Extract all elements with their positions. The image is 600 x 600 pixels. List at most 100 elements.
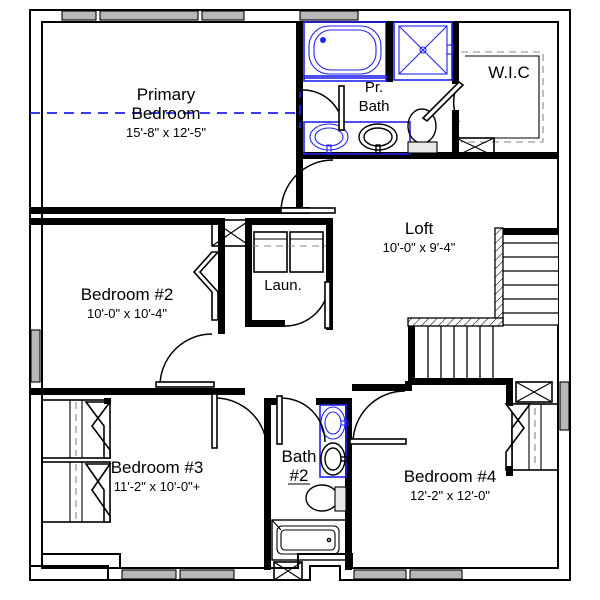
wall-segment (30, 388, 245, 395)
window-icon (559, 381, 570, 431)
label-bedroom-4: Bedroom #4 (404, 467, 497, 486)
window-icon (201, 10, 245, 21)
label-primary-bedroom-line1: Primary (137, 85, 196, 104)
closet-bedroom-4-box (515, 381, 553, 403)
closet-box (41, 399, 111, 459)
wall-segment (386, 22, 393, 82)
shower-door-handle (446, 44, 454, 55)
wall-segment (326, 218, 333, 330)
closet-box (41, 461, 111, 523)
door-bedroom-2[interactable] (155, 333, 215, 388)
washer-icon (253, 231, 288, 273)
door-bedroom-4[interactable] (349, 390, 407, 445)
window-icon (353, 569, 407, 580)
door-laundry[interactable] (284, 281, 331, 329)
wall-segment (452, 152, 558, 159)
exterior-wall-jog (29, 554, 120, 581)
wall-segment (296, 152, 460, 159)
shower-x-2 (398, 25, 448, 75)
room-bedroom-4 (349, 378, 559, 476)
toilet-icon (407, 108, 438, 154)
vanity-bath-2 (319, 404, 349, 478)
door-arc (352, 390, 406, 444)
label-bedroom-2-dims: 10'-0" x 10'-4" (87, 306, 167, 321)
door-bath-2[interactable] (276, 395, 326, 445)
wall-segment (495, 228, 558, 235)
bathtub-basin (276, 525, 340, 555)
bathtub-inner (313, 29, 377, 71)
bifold-door-bedroom-3-upper[interactable] (84, 401, 112, 459)
closet-x-2 (211, 219, 251, 247)
label-primary-bath-line2: Bath (359, 98, 390, 115)
closet-bedroom-3-lower (41, 461, 111, 523)
room-primary-bedroom (30, 22, 310, 214)
closet-box (455, 137, 495, 157)
stair-lower-body (415, 325, 503, 381)
sink-icon (309, 123, 349, 151)
bifold-panel (84, 463, 112, 523)
label-loft-dims: 10'-0" x 9'-4" (383, 240, 456, 255)
window-group-top (61, 10, 359, 21)
washer-dryer-pair (252, 231, 326, 273)
stairs-lower-run (407, 317, 504, 382)
label-loft: Loft (405, 219, 434, 238)
label-bedroom-4-dims: 12'-2" x 12'-0" (410, 488, 490, 503)
label-bedroom-3-dims: 11'-2" x 10'-0"+ (114, 479, 201, 494)
wall-segment (271, 398, 281, 405)
bathtub-basin (308, 25, 382, 75)
faucet-icon (375, 144, 381, 154)
wall-segment (296, 128, 303, 158)
stair-stringer-hatch (494, 227, 504, 326)
closet-rod-line (465, 55, 540, 139)
bathtub-corner (271, 519, 282, 531)
wall-segment (218, 218, 225, 326)
wall-segment (264, 398, 271, 570)
wall-segment (296, 82, 303, 92)
sink-icon (320, 442, 346, 476)
label-primary-bath-line1: Pr. (365, 79, 383, 96)
door-arc (159, 333, 213, 387)
door-arc (280, 397, 326, 443)
toilet-tank (334, 486, 347, 512)
wall-segment (506, 466, 513, 476)
wall-segment (30, 207, 310, 214)
closet-bedroom-3-upper (41, 399, 111, 459)
label-wic: W.I.C (488, 63, 530, 82)
window-icon (30, 329, 41, 383)
bifold-door-bedroom-2[interactable] (192, 251, 220, 321)
room-laundry (245, 218, 333, 330)
stairs-upper-run (494, 227, 558, 326)
shower-enclosure (393, 21, 453, 81)
linen-closet (455, 137, 495, 157)
label-bedroom-3: Bedroom #3 (111, 458, 204, 477)
window-icon (179, 569, 235, 580)
door-bedroom-3[interactable] (211, 393, 268, 451)
bathtub-icon (303, 21, 387, 79)
tub-deck-edge (303, 75, 387, 82)
door-primary-bath[interactable] (302, 85, 345, 131)
label-primary-bedroom-line2: Bedroom (132, 104, 201, 123)
window-group-bottom (121, 569, 463, 580)
door-arc (214, 397, 268, 451)
wall-segment (408, 378, 513, 385)
bathtub-drain-icon (326, 537, 332, 543)
door-panel (338, 85, 345, 131)
wall-segment (405, 381, 412, 391)
shower-drain-icon (419, 46, 427, 54)
bifold-door-bedroom-3-lower[interactable] (84, 463, 112, 523)
wall-segment (316, 398, 352, 405)
faucet-icon (340, 456, 349, 462)
door-loft-to-hall[interactable] (280, 159, 336, 214)
wall-segment (296, 22, 303, 214)
toilet-icon (305, 484, 347, 512)
shower-icon (393, 21, 454, 81)
wall-segment (506, 378, 513, 396)
wall-segment (345, 398, 352, 570)
faucet-icon (326, 144, 332, 154)
wall-segment (104, 398, 111, 404)
wall-segment (30, 218, 225, 225)
door-panel (280, 207, 336, 214)
wall-segment (218, 320, 225, 334)
window-icon (61, 10, 97, 21)
stair-stringer-hatch (407, 317, 504, 327)
